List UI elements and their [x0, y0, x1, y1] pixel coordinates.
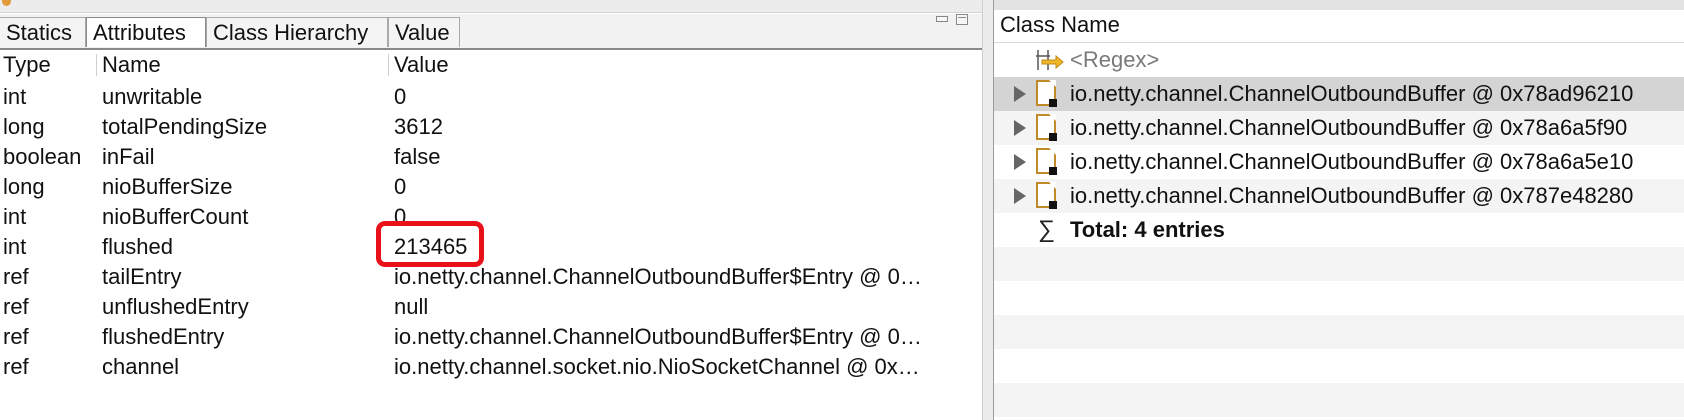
class-name-column-header[interactable]: Class Name	[994, 10, 1684, 43]
tab-class-hierarchy[interactable]: Class Hierarchy	[206, 17, 388, 47]
value-cell: io.netty.channel.socket.nio.NioSocketCha…	[394, 354, 920, 379]
row-stripe	[994, 43, 1684, 77]
table-row[interactable]: long nioBufferSize 0	[0, 172, 982, 202]
table-row[interactable]: ref channel io.netty.channel.socket.nio.…	[0, 352, 982, 382]
row-stripe	[994, 179, 1684, 213]
row-stripe	[994, 383, 1684, 417]
value-cell: io.netty.channel.ChannelOutboundBuffer$E…	[394, 324, 922, 349]
type-cell: int	[3, 84, 27, 109]
name-cell: unwritable	[102, 84, 203, 109]
column-header-name[interactable]: Name	[102, 52, 161, 77]
table-row[interactable]: ref unflushedEntry null	[0, 292, 982, 322]
regex-filter-icon	[1034, 47, 1064, 73]
name-cell: nioBufferCount	[102, 204, 249, 229]
name-cell: tailEntry	[102, 264, 182, 289]
table-row[interactable]: int flushed 213465	[0, 232, 982, 262]
total-row: ∑ Total: 4 entries	[994, 213, 1684, 247]
row-stripe	[994, 145, 1684, 179]
column-header-value[interactable]: Value	[394, 52, 449, 77]
object-file-icon	[1036, 182, 1057, 209]
value-cell: 3612	[394, 114, 443, 139]
value-cell: null	[394, 294, 429, 319]
column-header-type[interactable]: Type	[3, 52, 51, 77]
object-label: io.netty.channel.ChannelOutboundBuffer @…	[1070, 183, 1634, 208]
name-cell: inFail	[102, 144, 155, 169]
type-cell: ref	[3, 354, 29, 379]
tab-statics[interactable]: Statics	[0, 17, 86, 47]
object-file-icon	[1036, 114, 1057, 141]
object-label: io.netty.channel.ChannelOutboundBuffer @…	[1070, 149, 1634, 174]
column-divider[interactable]	[388, 54, 389, 76]
table-row[interactable]: ref tailEntry io.netty.channel.ChannelOu…	[0, 262, 982, 292]
type-cell: ref	[3, 264, 29, 289]
table-row[interactable]: boolean inFail false	[0, 142, 982, 172]
value-cell: 0	[394, 84, 407, 109]
type-cell: int	[3, 234, 27, 259]
table-row[interactable]: long totalPendingSize 3612	[0, 112, 982, 142]
regex-filter-row[interactable]: <Regex>	[994, 43, 1684, 77]
expand-triangle-icon[interactable]	[1014, 120, 1026, 136]
attributes-table-header: Type Name Value	[0, 50, 982, 80]
expand-triangle-icon[interactable]	[1014, 86, 1026, 102]
list-item[interactable]: io.netty.channel.ChannelOutboundBuffer @…	[994, 77, 1684, 111]
name-cell: nioBufferSize	[102, 174, 233, 199]
type-cell: boolean	[3, 144, 82, 169]
object-label: io.netty.channel.ChannelOutboundBuffer @…	[1070, 115, 1628, 140]
name-cell: unflushedEntry	[102, 294, 249, 319]
name-cell: channel	[102, 354, 180, 379]
row-stripe	[994, 315, 1684, 349]
object-label: io.netty.channel.ChannelOutboundBuffer @…	[1070, 81, 1634, 106]
inspector-pane: Statics Attributes Class Hierarchy Value…	[0, 0, 982, 382]
value-cell: 0	[394, 174, 407, 199]
object-file-icon	[1036, 80, 1057, 107]
list-item[interactable]: io.netty.channel.ChannelOutboundBuffer @…	[994, 179, 1684, 213]
table-row[interactable]: int unwritable 0	[0, 82, 982, 112]
type-cell: int	[3, 204, 27, 229]
type-cell: ref	[3, 294, 29, 319]
tab-attributes[interactable]: Attributes	[86, 17, 206, 47]
minimize-icon[interactable]	[936, 16, 948, 22]
object-list-pane: Class Name <Regex> io.netty.channel.Chan…	[994, 0, 1684, 420]
view-title-strip	[0, 0, 982, 13]
maximize-icon[interactable]	[956, 14, 968, 25]
inspector-tab-bar: Statics Attributes Class Hierarchy Value	[0, 14, 982, 50]
name-cell: totalPendingSize	[102, 114, 268, 139]
object-file-icon	[1036, 148, 1057, 175]
table-row[interactable]: int nioBufferCount 0	[0, 202, 982, 232]
expand-triangle-icon[interactable]	[1014, 188, 1026, 204]
row-stripe	[994, 111, 1684, 145]
type-cell: long	[3, 114, 45, 139]
name-cell: flushed	[102, 234, 173, 259]
list-item[interactable]: io.netty.channel.ChannelOutboundBuffer @…	[994, 145, 1684, 179]
tab-value[interactable]: Value	[388, 17, 460, 47]
list-item[interactable]: io.netty.channel.ChannelOutboundBuffer @…	[994, 111, 1684, 145]
name-cell: flushedEntry	[102, 324, 225, 349]
table-row[interactable]: ref flushedEntry io.netty.channel.Channe…	[0, 322, 982, 352]
row-stripe	[994, 281, 1684, 315]
expand-triangle-icon[interactable]	[1014, 154, 1026, 170]
total-label: Total: 4 entries	[1070, 217, 1225, 242]
pane-splitter[interactable]	[982, 0, 994, 420]
row-stripe	[994, 213, 1684, 247]
view-icon	[2, 0, 11, 6]
type-cell: long	[3, 174, 45, 199]
highlight-annotation-box	[376, 221, 484, 267]
row-stripe	[994, 247, 1684, 281]
value-cell: false	[394, 144, 441, 169]
column-header-class-name: Class Name	[1000, 12, 1120, 37]
type-cell: ref	[3, 324, 29, 349]
column-divider[interactable]	[96, 54, 97, 76]
view-title-strip	[994, 0, 1684, 10]
regex-filter-label: <Regex>	[1070, 47, 1160, 72]
sigma-icon: ∑	[1038, 216, 1056, 243]
row-stripe	[994, 349, 1684, 383]
value-cell: io.netty.channel.ChannelOutboundBuffer$E…	[394, 264, 922, 289]
